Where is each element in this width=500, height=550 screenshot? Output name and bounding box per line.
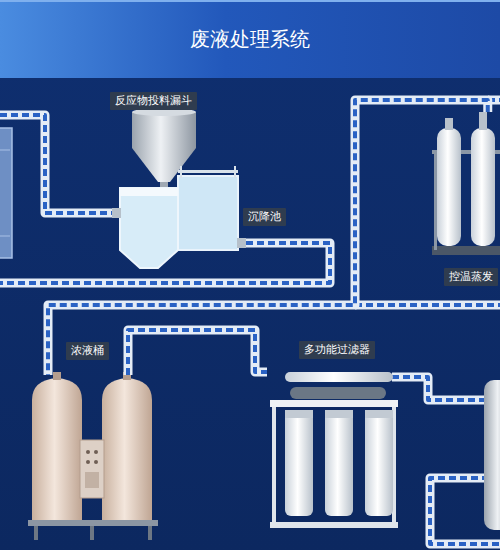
settling-tank-part [237, 238, 246, 248]
settling-tank-part [120, 188, 178, 268]
settling-tank-part [180, 166, 182, 178]
left-device-part [0, 128, 12, 258]
multi-filter-part [285, 372, 393, 382]
evaporator-part [437, 128, 461, 246]
pipe-connector [48, 100, 488, 375]
multi-filter-part [365, 412, 393, 516]
decor-pipes-part [355, 303, 500, 307]
equipment-label: 反应物投料漏斗 [110, 92, 197, 110]
multi-filter-part [270, 400, 398, 407]
multi-filter-part [270, 522, 398, 528]
multi-filter-part [290, 387, 386, 399]
equipment-node: 沉降池 [118, 168, 240, 270]
concentrate-tanks-part [34, 526, 38, 540]
decor-pipes-part [0, 115, 114, 213]
settling-tank-part [112, 208, 121, 218]
pipe-connector [128, 330, 267, 375]
equipment-label: 控温蒸发 [444, 268, 498, 286]
left-device-part [0, 150, 10, 151]
decor-pipes-part [355, 301, 500, 310]
page-title: 废液处理系统 [0, 27, 500, 51]
multi-filter-part [272, 407, 276, 525]
decor-pipes-part [0, 115, 114, 213]
concentrate-tanks-part [90, 526, 94, 540]
settling-tank-part [178, 176, 238, 250]
pipe-flow [48, 100, 488, 375]
multi-filter-part [325, 412, 353, 516]
concentrate-tanks-part [94, 460, 98, 464]
equipment-node: 多功能过滤器 [267, 362, 402, 530]
settling-tank-part [234, 166, 236, 178]
equipment-label: 浓液桶 [66, 342, 109, 360]
concentrate-tanks-part [32, 378, 82, 520]
concentrate-tanks-part [148, 526, 152, 540]
settling-tank-part [178, 170, 238, 173]
equipment-node: 控温蒸发 [432, 112, 500, 258]
evaporator-part [445, 118, 453, 130]
feed-funnel-part [132, 112, 196, 148]
concentrate-tanks [28, 372, 158, 540]
evaporator-part [432, 246, 500, 255]
multi-filter-part [285, 412, 313, 516]
equipment-label: 多功能过滤器 [299, 341, 375, 359]
equipment-node: 浓液桶 [28, 375, 158, 540]
multi-filter-part [285, 410, 313, 418]
equipment-label: 沉降池 [243, 208, 286, 226]
concentrate-tanks-part [85, 472, 99, 488]
concentrate-tanks-part [53, 372, 61, 380]
concentrate-tanks-part [86, 450, 90, 454]
pipe-outer [128, 330, 267, 375]
multi-filter-part [325, 410, 353, 418]
decor-pipes-part [392, 377, 484, 400]
equipment-node: 反应物投料漏斗 [128, 112, 200, 197]
evaporator [432, 112, 500, 255]
evaporator-part [479, 112, 487, 130]
settling-tank [112, 166, 246, 268]
pipe-flow [128, 330, 267, 375]
right-device [484, 380, 500, 530]
settling-tank-part [120, 188, 178, 196]
decor-pipes [0, 100, 500, 544]
left-device [0, 128, 12, 258]
pipe-outer [48, 100, 488, 375]
concentrate-tanks-part [80, 440, 104, 498]
decor-pipes-part [392, 377, 484, 400]
right-device-part [484, 380, 500, 530]
multi-filter-part [365, 410, 393, 418]
multi-filter [270, 372, 398, 528]
evaporator-part [471, 128, 495, 246]
left-device-part [0, 236, 10, 237]
concentrate-tanks-part [94, 450, 98, 454]
concentrate-tanks-part [102, 378, 152, 520]
concentrate-tanks-part [86, 460, 90, 464]
concentrate-tanks-part [28, 520, 158, 526]
evaporator-part [434, 150, 437, 250]
